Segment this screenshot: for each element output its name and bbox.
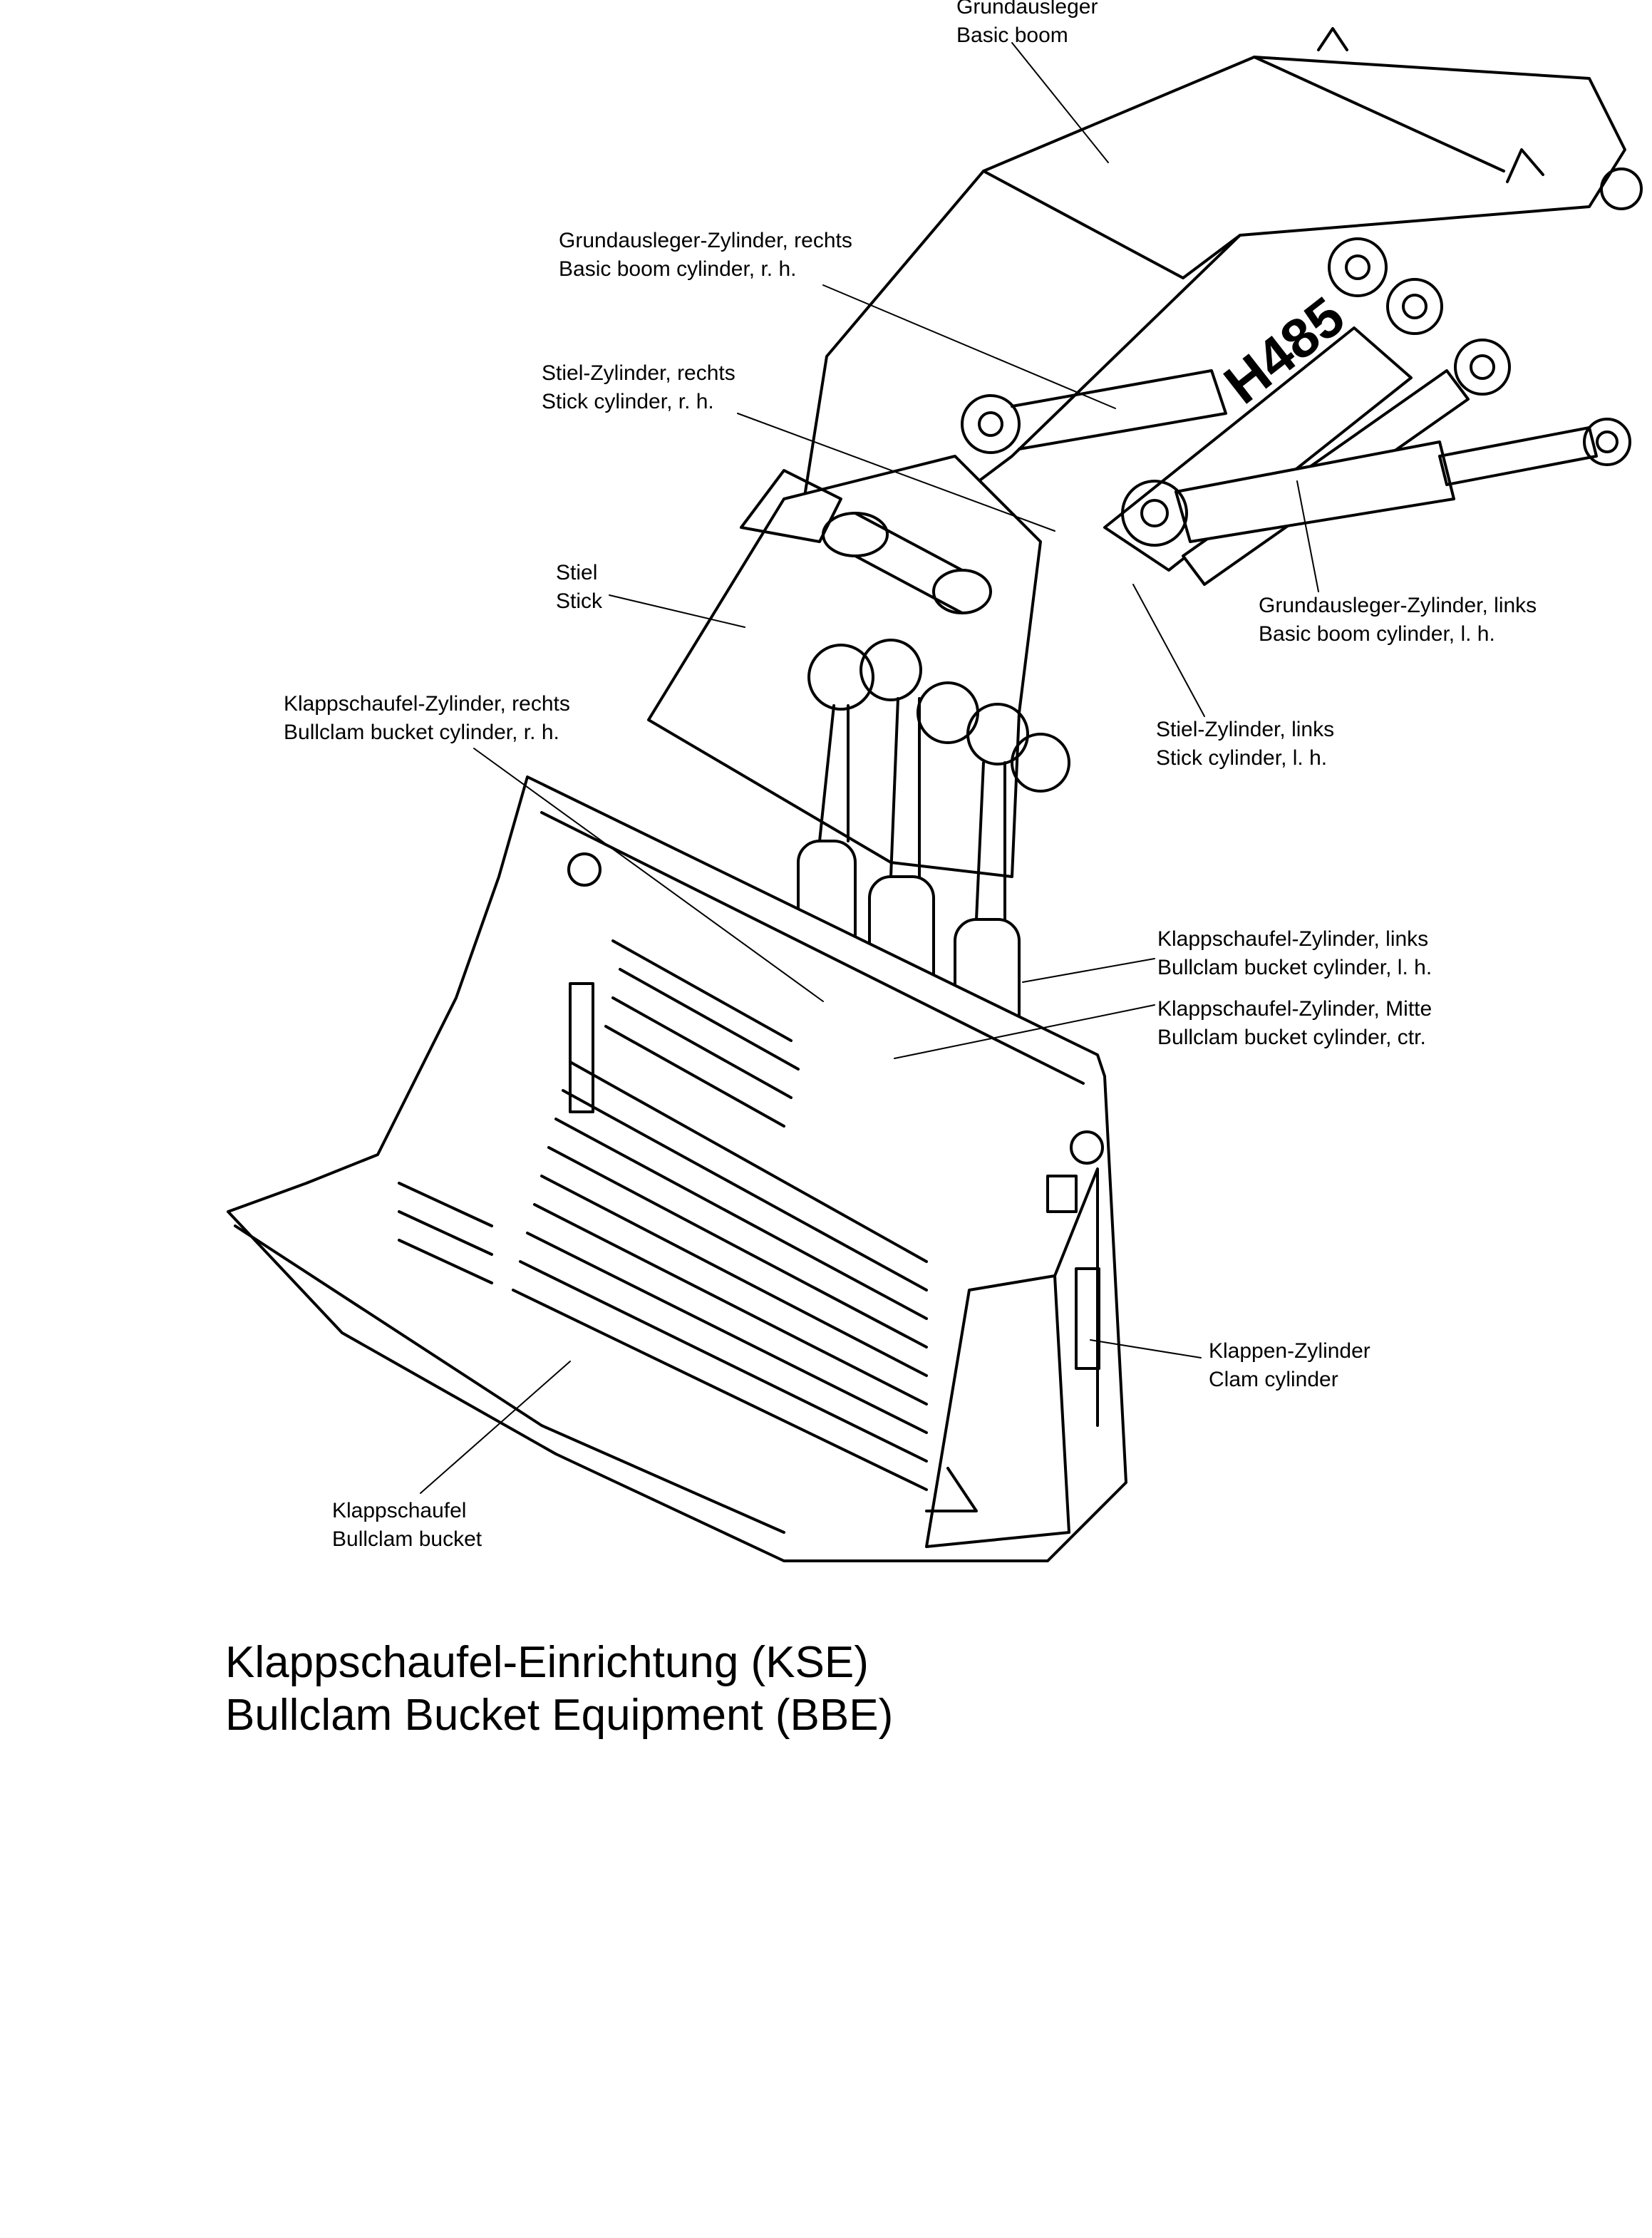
label-clam-cylinder: Klappen-Zylinder Clam cylinder <box>1209 1339 1370 1391</box>
bullclam-bucket <box>227 775 1127 1562</box>
label-stick-cylinder-lh: Stiel-Zylinder, links Stick cylinder, l.… <box>1156 718 1335 770</box>
label-bucket-cylinder-rh: Klappschaufel-Zylinder, rechts Bullclam … <box>284 692 570 744</box>
stick <box>647 455 1042 878</box>
figure-title-en: Bullclam Bucket Equipment (BBE) <box>225 1691 894 1740</box>
leader-lines <box>420 42 1319 1494</box>
label-boom-cylinder-lh: Grundausleger-Zylinder, links Basic boom… <box>1259 594 1537 646</box>
basic-boom <box>783 27 1643 629</box>
label-boom-cylinder-rh: Grundausleger-Zylinder, rechts Basic boo… <box>559 229 852 281</box>
label-bucket-cylinder-lh: Klappschaufel-Zylinder, links Bullclam b… <box>1157 927 1432 979</box>
figure-title-de: Klappschaufel-Einrichtung (KSE) <box>225 1638 869 1687</box>
figure-title: Klappschaufel-Einrichtung (KSE) Bullclam… <box>225 1636 893 1742</box>
label-bucket: Klappschaufel Bullclam bucket <box>332 1499 482 1551</box>
label-bucket-cylinder-ctr: Klappschaufel-Zylinder, Mitte Bullclam b… <box>1157 997 1432 1049</box>
label-stick: Stiel Stick <box>556 561 603 613</box>
label-basic-boom: Grundausleger Basic boom <box>956 0 1098 47</box>
label-stick-cylinder-rh: Stiel-Zylinder, rechts Stick cylinder, r… <box>542 361 735 413</box>
boom-cylinders <box>961 237 1631 586</box>
